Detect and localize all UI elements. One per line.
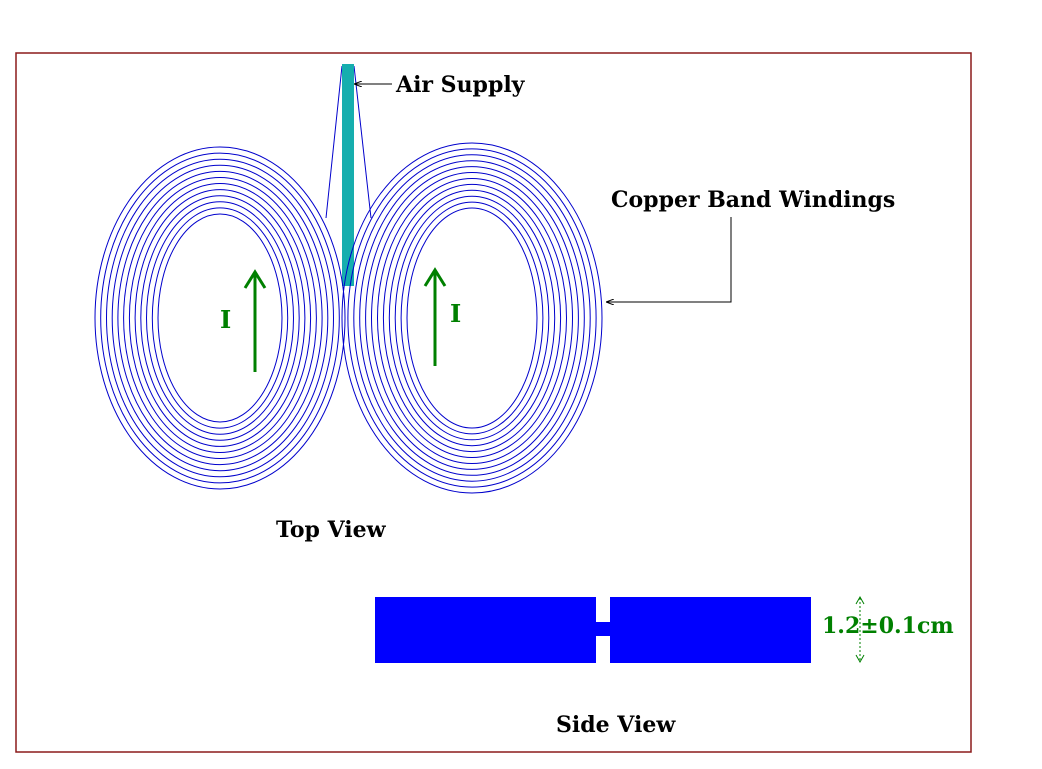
winding-turn bbox=[117, 170, 323, 466]
winding-turn bbox=[406, 207, 538, 429]
winding-turn bbox=[365, 166, 579, 470]
thickness-dimension bbox=[855, 595, 865, 664]
windings-leader bbox=[606, 217, 732, 302]
thickness-label: 1.2±0.1cm bbox=[822, 613, 954, 639]
current-arrow-right bbox=[423, 267, 447, 366]
winding-turn bbox=[151, 207, 289, 429]
winding-turn bbox=[341, 142, 603, 494]
winding-turn bbox=[106, 158, 334, 478]
top-view-label: Top View bbox=[276, 517, 387, 543]
winding-turn bbox=[140, 195, 300, 441]
winding-turn bbox=[377, 178, 567, 458]
winding-turn bbox=[100, 152, 340, 484]
current-label-right: I bbox=[450, 299, 461, 328]
side-view-label: Side View bbox=[556, 712, 676, 738]
winding-turn bbox=[94, 146, 346, 490]
copper-band-windings-label: Copper Band Windings bbox=[611, 187, 895, 213]
right-coil-windings bbox=[341, 142, 603, 494]
air-supply-label: Air Supply bbox=[395, 72, 526, 98]
current-arrow-left bbox=[243, 269, 267, 372]
air-supply-tube bbox=[325, 64, 372, 286]
winding-turn bbox=[382, 183, 562, 453]
winding-turn bbox=[146, 201, 294, 435]
winding-turn bbox=[400, 201, 544, 435]
current-label-left: I bbox=[220, 305, 231, 334]
winding-turn bbox=[157, 213, 283, 423]
winding-turn bbox=[388, 189, 556, 447]
winding-turn bbox=[359, 160, 585, 476]
winding-turn bbox=[123, 177, 317, 459]
winding-turn bbox=[111, 164, 329, 472]
side-view-windings bbox=[375, 597, 811, 663]
winding-turn bbox=[128, 183, 312, 453]
winding-turn bbox=[353, 154, 591, 482]
left-coil-windings bbox=[94, 146, 346, 490]
figure-frame bbox=[15, 52, 972, 753]
winding-turn bbox=[134, 189, 306, 447]
winding-turn bbox=[371, 172, 573, 464]
winding-turn bbox=[394, 195, 550, 441]
winding-turn bbox=[347, 148, 597, 488]
